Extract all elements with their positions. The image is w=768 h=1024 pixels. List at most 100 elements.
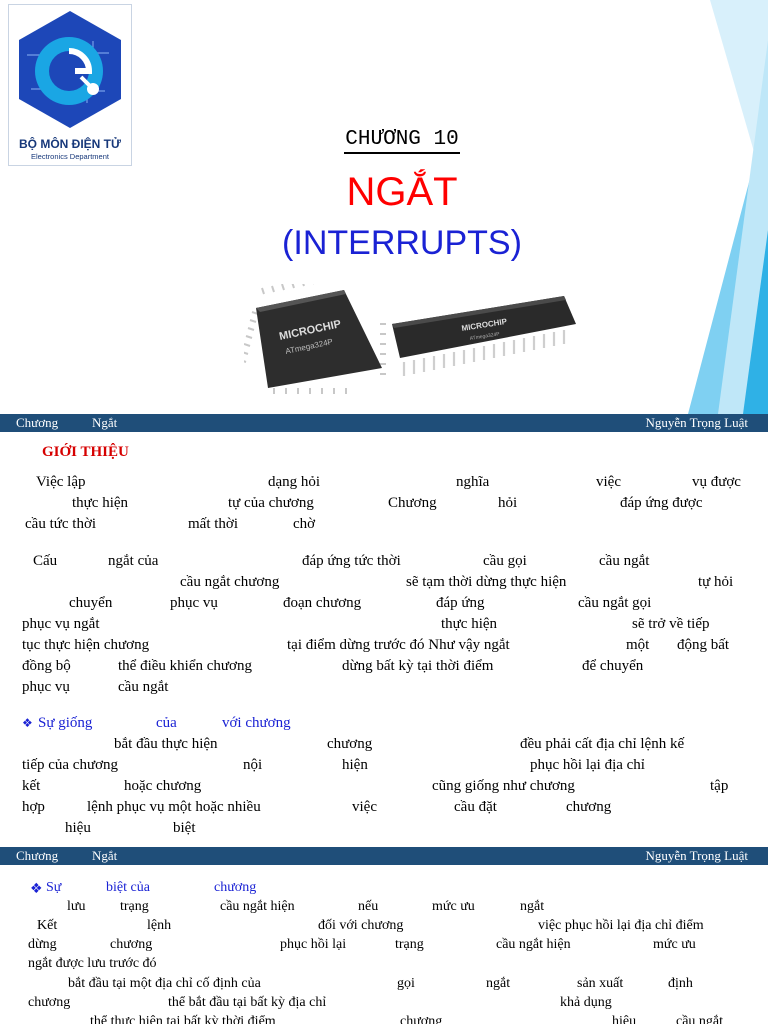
text-fragment: đáp ứng <box>436 595 485 611</box>
subheading-fragment: của <box>156 715 177 731</box>
text-fragment: phục vụ <box>22 679 70 695</box>
text-fragment: cầu ngắt <box>599 553 650 569</box>
text-fragment: gọi <box>397 976 415 991</box>
text-fragment: cầu ngắt <box>676 1014 724 1024</box>
text-fragment: để chuyển <box>582 658 644 674</box>
text-fragment: vụ được <box>692 474 741 490</box>
text-fragment: thể điều khiển chương <box>118 658 252 674</box>
microcontroller-chips-image: MICROCHIP ATmega324P MICROCHIP ATmega324… <box>244 284 576 394</box>
text-fragment: cầu tức thời <box>25 516 97 532</box>
subheading-fragment: Sự <box>46 880 62 895</box>
logo-emblem-icon <box>19 11 121 128</box>
text-fragment: việc phục hồi lại địa chỉ điểm <box>538 918 704 933</box>
text-fragment: cầu ngắt hiện <box>496 937 571 952</box>
text-fragment: định <box>668 976 693 991</box>
text-fragment: ngắt <box>486 976 511 991</box>
text-fragment: Kết <box>37 918 58 933</box>
text-fragment: Chương <box>388 495 437 511</box>
text-fragment: phục hồi lại địa chỉ <box>530 757 645 773</box>
text-fragment: sẽ trở về tiếp <box>632 616 710 632</box>
text-fragment: cũng giống như chương <box>432 778 575 794</box>
text-fragment: nghĩa <box>456 474 490 490</box>
text-fragment: đối với chương <box>318 918 404 933</box>
text-fragment: cầu ngắt <box>118 679 169 695</box>
tqfp-chip-icon: MICROCHIP ATmega324P <box>244 284 386 394</box>
text-fragment: ngắt của <box>108 553 159 569</box>
footer-bar: Chương Ngắt Nguyễn Trọng Luật <box>0 414 768 432</box>
subheading-fragment: Sự giống <box>38 715 93 731</box>
slide-title: NGẮT <box>346 170 458 214</box>
text-fragment: thực hiện <box>441 616 498 632</box>
text-fragment: nội <box>243 757 263 773</box>
text-fragment: việc <box>596 474 621 490</box>
text-fragment: việc <box>352 799 377 815</box>
text-fragment: cầu đặt <box>454 799 497 815</box>
diamond-bullet-icon: ❖ <box>22 716 33 730</box>
text-fragment: Cấu <box>33 553 58 569</box>
slide-subtitle: (INTERRUPTS) <box>282 224 522 262</box>
text-fragment: tự hỏi <box>698 574 734 590</box>
text-fragment: chương <box>566 799 612 815</box>
text-fragment: một <box>626 637 650 653</box>
text-fragment: tiếp của chương <box>22 757 119 773</box>
text-fragment: tập <box>710 778 729 794</box>
footer-chapter: Chương <box>16 415 59 430</box>
text-fragment: sản xuất <box>577 976 624 991</box>
text-fragment: dạng hỏi <box>268 474 321 490</box>
text-fragment: cầu ngắt gọi <box>578 595 652 611</box>
text-fragment: lưu <box>67 899 86 914</box>
text-fragment: đều phải cất địa chỉ lệnh kế <box>520 736 685 752</box>
text-fragment: chương <box>400 1014 443 1024</box>
subheading-fragment: chương <box>214 880 257 895</box>
text-fragment: bắt đầu thực hiện <box>114 736 218 752</box>
text-fragment: tại điểm dừng trước đó Như vậy ngắt <box>287 637 510 653</box>
text-fragment: trạng <box>120 899 149 914</box>
text-fragment: dừng <box>28 937 57 952</box>
section-heading: GIỚI THIỆU <box>42 444 129 460</box>
text-fragment: phục vụ ngắt <box>22 616 100 632</box>
text-fragment: phục vụ <box>170 595 218 611</box>
text-fragment: chương <box>28 995 71 1010</box>
title-slide: BỘ MÔN ĐIỆN TỬ Electronics Department CH… <box>0 0 768 414</box>
text-fragment: chương <box>110 937 153 952</box>
text-fragment: hoặc chương <box>124 778 202 794</box>
text-fragment: bắt đầu tại một địa chỉ cố định của <box>68 976 261 991</box>
text-fragment: tự của chương <box>228 495 314 511</box>
text-fragment: mức ưu <box>432 899 475 914</box>
text-fragment: khả dụng <box>560 995 612 1010</box>
text-fragment: thể bắt đầu tại bất kỳ địa chỉ <box>168 995 327 1010</box>
logo-name: BỘ MÔN ĐIỆN TỬ <box>19 137 121 151</box>
footer-topic: Ngắt <box>92 848 118 863</box>
text-fragment: đoạn chương <box>283 595 362 611</box>
text-fragment: biệt <box>173 820 196 836</box>
text-fragment: cầu ngắt hiện <box>220 899 295 914</box>
text-fragment: phục hồi lại <box>280 937 347 952</box>
text-fragment: động bất <box>677 637 730 653</box>
text-fragment: thể thực hiện tại bất kỳ thời điểm <box>90 1014 276 1024</box>
text-fragment: dừng bất kỳ tại thời điểm <box>342 658 494 674</box>
text-fragment: ngắt được lưu trước đó <box>28 956 157 971</box>
dip-chip-icon: MICROCHIP ATmega324P <box>392 296 576 376</box>
text-fragment: trạng <box>395 937 424 952</box>
text-fragment: nếu <box>358 899 379 914</box>
text-fragment: đáp ứng tức thời <box>302 553 401 569</box>
text-fragment: đồng bộ <box>22 658 71 674</box>
subheading-fragment: biệt của <box>106 880 150 895</box>
department-logo: BỘ MÔN ĐIỆN TỬ Electronics Department <box>8 4 132 166</box>
decorative-background-shape <box>688 0 768 414</box>
text-fragment: mức ưu <box>653 937 696 952</box>
subheading-fragment: với chương <box>222 715 291 731</box>
footer-topic: Ngắt <box>92 415 118 430</box>
text-fragment: chương <box>327 736 373 752</box>
text-fragment: ngắt <box>520 899 545 914</box>
text-fragment: mất thời <box>188 516 239 532</box>
text-fragment: hiệu <box>65 820 91 836</box>
text-fragment: hiện <box>342 757 368 773</box>
text-fragment: cầu gọi <box>483 553 527 569</box>
text-fragment: thực hiện <box>72 495 129 511</box>
text-fragment: cầu ngắt chương <box>180 574 280 590</box>
text-fragment: đáp ứng được <box>620 495 703 511</box>
text-fragment: hỏi <box>498 495 518 511</box>
diamond-bullet-icon: ❖ <box>30 881 43 897</box>
